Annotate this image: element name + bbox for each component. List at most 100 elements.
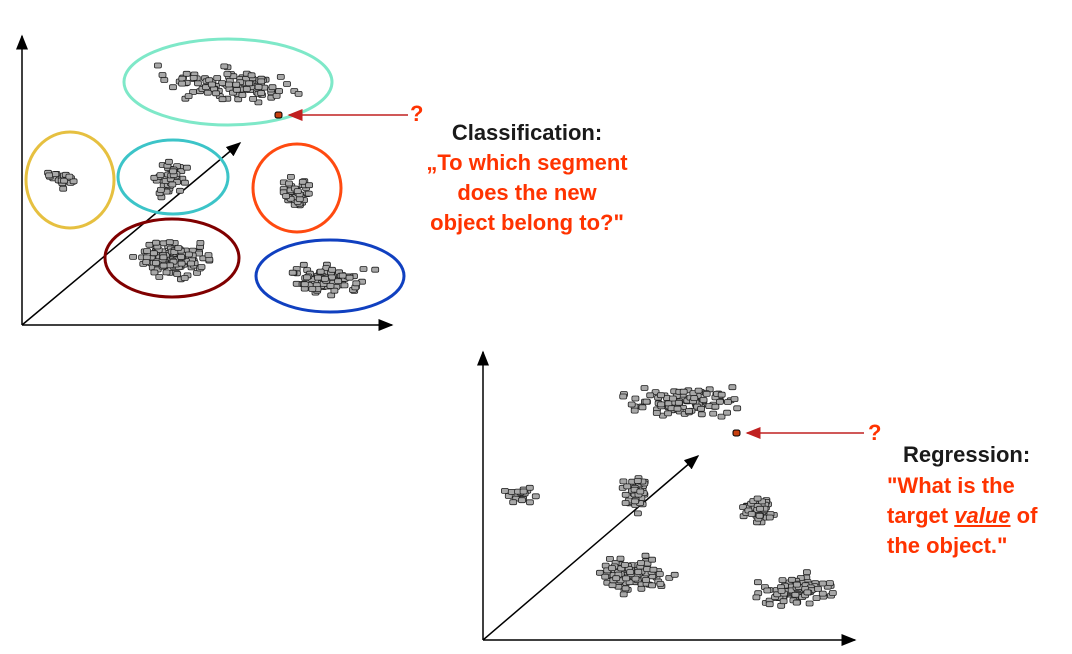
data-point — [626, 569, 635, 575]
data-point — [636, 488, 645, 495]
data-point — [622, 575, 630, 582]
data-point — [295, 196, 304, 203]
data-point — [245, 80, 254, 87]
data-point — [674, 399, 683, 406]
data-point — [182, 164, 191, 171]
data-point — [531, 493, 540, 500]
data-point — [193, 80, 202, 87]
data-point — [129, 253, 138, 260]
data-point — [778, 577, 787, 583]
data-point — [679, 388, 688, 395]
data-point — [328, 266, 337, 273]
data-point — [294, 91, 303, 97]
data-point — [165, 239, 174, 246]
data-point — [340, 282, 349, 289]
data-point — [673, 405, 682, 412]
data-point — [601, 573, 610, 580]
data-point — [234, 96, 243, 103]
data-point — [621, 562, 629, 568]
data-point — [747, 511, 756, 517]
data-point — [500, 487, 509, 494]
data-point — [156, 186, 165, 193]
data-point — [655, 571, 664, 577]
data-point — [765, 514, 774, 521]
regression-plot — [477, 350, 864, 646]
data-point — [752, 594, 761, 601]
data-point — [283, 81, 291, 87]
classification-block: Classification: „To which segment does t… — [400, 118, 654, 238]
data-point — [352, 280, 361, 287]
data-point — [818, 580, 827, 587]
data-point — [711, 403, 720, 410]
data-point — [812, 595, 821, 601]
data-point — [699, 396, 708, 403]
data-point — [330, 287, 339, 294]
data-point — [509, 499, 518, 506]
data-point — [608, 582, 617, 589]
data-point — [638, 404, 647, 411]
data-point — [685, 408, 693, 414]
classification-title: Classification: — [451, 120, 603, 145]
data-point — [755, 512, 764, 519]
data-point — [293, 188, 302, 195]
data-point — [814, 586, 822, 592]
data-point — [637, 585, 646, 592]
unknown-marker: ? — [868, 420, 882, 445]
data-point — [818, 590, 827, 597]
data-point — [177, 260, 186, 267]
data-point — [619, 478, 628, 485]
data-point — [338, 272, 347, 279]
data-point — [143, 248, 152, 254]
data-point — [717, 413, 726, 420]
data-point — [242, 86, 251, 92]
data-point — [272, 93, 281, 99]
segment-ellipse-bottom-right — [254, 238, 406, 314]
segment-ellipse-top — [122, 37, 334, 127]
data-point — [65, 173, 74, 180]
data-point — [805, 600, 814, 607]
data-point — [232, 81, 241, 88]
data-point — [247, 72, 256, 79]
data-point — [207, 81, 216, 88]
data-point — [724, 399, 732, 405]
data-point — [142, 254, 151, 261]
data-point — [187, 260, 195, 267]
data-point — [162, 269, 171, 276]
data-point — [285, 180, 293, 187]
data-point — [519, 488, 528, 495]
data-point — [664, 400, 673, 407]
data-point — [69, 178, 78, 185]
data-point — [619, 591, 628, 598]
data-point — [169, 84, 177, 91]
data-point — [326, 282, 335, 289]
data-point — [634, 510, 642, 517]
data-point — [646, 392, 655, 399]
data-point — [150, 269, 159, 276]
data-point — [174, 245, 183, 251]
data-point — [142, 259, 151, 266]
data-point — [149, 250, 158, 257]
data-point — [702, 390, 711, 397]
classification-question-line: „To which segment — [426, 150, 628, 175]
text: target — [887, 503, 955, 528]
data-point — [213, 75, 222, 81]
data-point — [254, 84, 263, 90]
data-point — [627, 401, 636, 408]
data-point — [717, 391, 726, 398]
data-point — [648, 556, 656, 563]
data-point — [621, 585, 630, 592]
data-point — [204, 252, 213, 259]
data-point — [184, 251, 193, 258]
data-point — [203, 89, 212, 96]
data-point — [777, 588, 786, 594]
data-point — [723, 409, 731, 416]
data-point — [763, 587, 772, 594]
data-point — [189, 75, 198, 81]
data-point — [612, 575, 621, 582]
regression-question: "What is the target value of the object.… — [887, 471, 1037, 561]
data-point — [168, 181, 177, 188]
data-point — [754, 579, 762, 586]
data-point — [756, 505, 764, 512]
data-point — [779, 598, 788, 605]
